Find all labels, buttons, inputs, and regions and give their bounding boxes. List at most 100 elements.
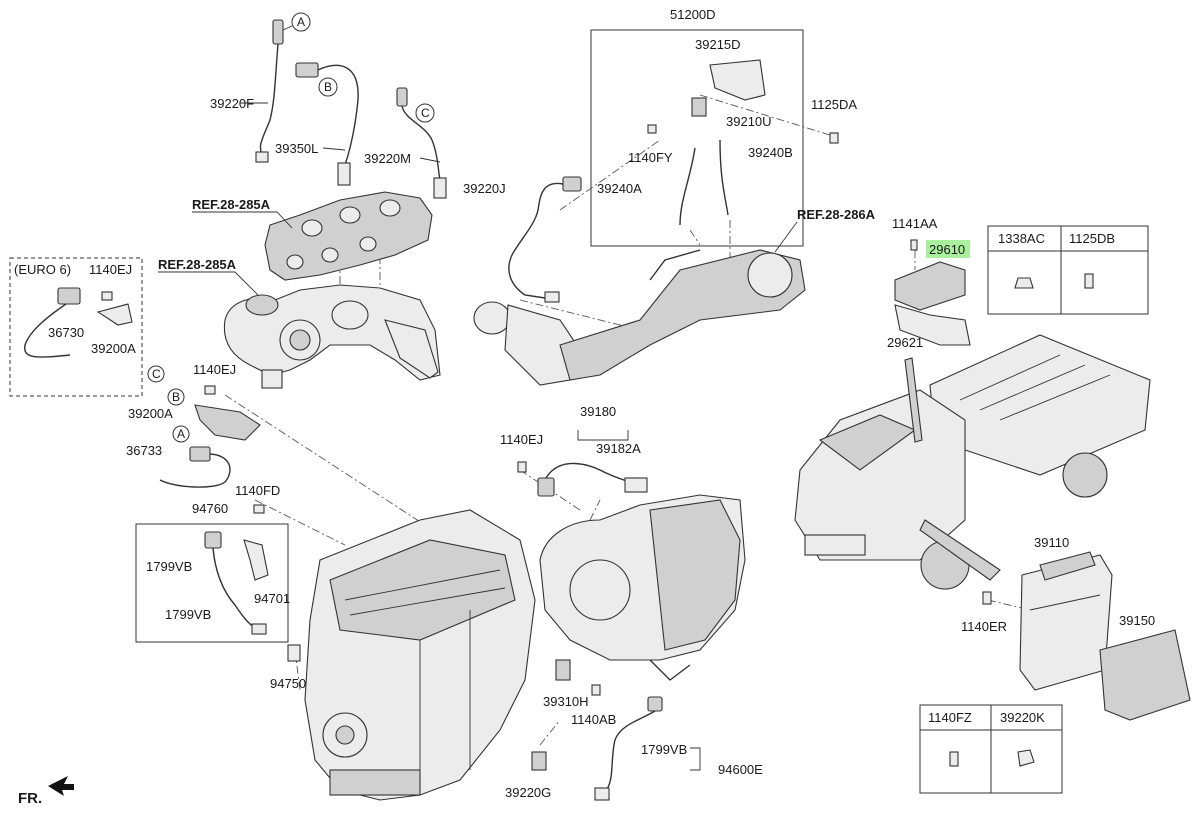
truck-illustration xyxy=(794,334,1151,590)
label-1125DA: 1125DA xyxy=(811,97,857,112)
bolt-1140EJ xyxy=(517,461,527,473)
label-39182A: 39182A xyxy=(596,441,641,456)
label-1141AA: 1141AA xyxy=(892,216,938,231)
transmission xyxy=(539,494,746,681)
pointer-arrow xyxy=(904,357,923,443)
label-39110: 39110 xyxy=(1034,535,1069,550)
callout-circle xyxy=(318,77,338,97)
callout-circle xyxy=(172,425,190,443)
callout-leader xyxy=(282,25,293,31)
label-39220M: 39220M xyxy=(364,151,411,166)
sensor-94750 xyxy=(287,644,301,662)
callout-circle xyxy=(415,103,435,123)
group-bracket xyxy=(577,430,629,441)
sensor-group-box xyxy=(590,29,804,247)
label-94701: 94701 xyxy=(254,591,290,606)
bracket-39150 xyxy=(1099,629,1191,721)
euro6-group-box xyxy=(9,257,143,397)
hose-39240B xyxy=(719,139,729,216)
label-39240B: 39240B xyxy=(748,145,793,160)
callout-B: B xyxy=(324,80,332,94)
fastener-table-bottom xyxy=(919,704,1063,794)
bracket-39215D xyxy=(709,59,766,101)
label-1140FD: 1140FD xyxy=(235,483,280,498)
label-39220G: 39220G xyxy=(505,785,551,800)
label-1799VB: 1799VB xyxy=(165,607,211,622)
label-39215D: 39215D xyxy=(695,37,741,52)
turbocharger xyxy=(223,284,441,389)
label-51200D: 51200D xyxy=(670,7,716,22)
sensor-39220M xyxy=(396,87,447,199)
module-29610 xyxy=(894,261,971,346)
label-36733: 36733 xyxy=(126,443,162,458)
bolt-1140FY xyxy=(647,124,657,134)
group-bracket xyxy=(690,747,701,771)
bolt-1141AA xyxy=(910,239,918,251)
label-39200A: 39200A xyxy=(128,406,173,421)
label-1140FY: 1140FY xyxy=(628,150,673,165)
sensor-94600E xyxy=(594,696,663,801)
bolt-1140AB xyxy=(591,684,601,696)
hose-39240A xyxy=(679,147,696,226)
label-1799VB: 1799VB xyxy=(641,742,687,757)
callout-C: C xyxy=(152,367,161,381)
bolt-1140FD xyxy=(253,504,265,514)
engine-block xyxy=(304,509,536,801)
highlight-29610 xyxy=(926,240,970,258)
ref-28-285A-top: REF.28-285A xyxy=(192,197,271,212)
label-39220J: 39220J xyxy=(463,181,506,196)
bolt-1125DA xyxy=(829,132,839,144)
sensor-39220G xyxy=(531,751,547,771)
front-arrow-icon xyxy=(48,776,74,796)
ref-28-286A: REF.28-286A xyxy=(797,207,876,222)
ref-28-285A-mid: REF.28-285A xyxy=(158,257,237,272)
pointer-arrow xyxy=(919,519,1001,581)
label-1140FZ: 1140FZ xyxy=(928,710,972,725)
ref-leader xyxy=(192,211,293,229)
callout-B: B xyxy=(172,390,180,404)
label-39180: 39180 xyxy=(580,404,616,419)
label-94760: 94760 xyxy=(192,501,228,516)
label-1140EJ: 1140EJ xyxy=(193,362,236,377)
label-1140EJ: 1140EJ xyxy=(500,432,543,447)
sensor-group-box xyxy=(135,523,289,643)
callout-circle xyxy=(147,365,165,383)
label-94600E: 94600E xyxy=(718,762,763,777)
callout-circle xyxy=(291,12,311,32)
fastener-table-top xyxy=(987,225,1149,315)
sensor-39210U xyxy=(691,97,707,117)
ref-leader xyxy=(158,271,259,296)
label-94750: 94750 xyxy=(270,676,306,691)
label-1125DB: 1125DB xyxy=(1069,231,1115,246)
sensor-39180 xyxy=(537,462,648,497)
callout-circle xyxy=(167,388,185,406)
label-1799VB: 1799VB xyxy=(146,559,192,574)
sensor-36733 xyxy=(159,446,231,488)
label-29610: 29610 xyxy=(929,242,965,257)
label-1140EJ: 1140EJ xyxy=(89,262,132,277)
bolt-1140EJ xyxy=(204,385,216,395)
label-39240A: 39240A xyxy=(597,181,642,196)
label-39220F: 39220F xyxy=(210,96,254,111)
label-36730: 36730 xyxy=(48,325,84,340)
sensor-36730 xyxy=(24,287,133,358)
front-direction-label: FR. xyxy=(18,790,42,807)
bolt-1140ER xyxy=(982,591,992,605)
sensor-39220F xyxy=(240,19,284,163)
label-39210U: 39210U xyxy=(726,114,772,129)
label-euro6: (EURO 6) xyxy=(14,262,71,277)
label-1140AB: 1140AB xyxy=(571,712,616,727)
dpf-assembly xyxy=(473,249,806,386)
callout-C: C xyxy=(421,106,430,120)
exhaust-manifold xyxy=(264,191,433,281)
callout-A: A xyxy=(297,15,305,29)
label-29621: 29621 xyxy=(887,335,923,350)
sensor-39220J xyxy=(508,176,582,303)
label-39220K: 39220K xyxy=(1000,710,1045,725)
sensor-94760 xyxy=(204,531,269,635)
label-1338AC: 1338AC xyxy=(998,231,1045,246)
label-39150: 39150 xyxy=(1119,613,1155,628)
label-39350L: 39350L xyxy=(275,141,318,156)
ecu-39110 xyxy=(1019,551,1113,691)
